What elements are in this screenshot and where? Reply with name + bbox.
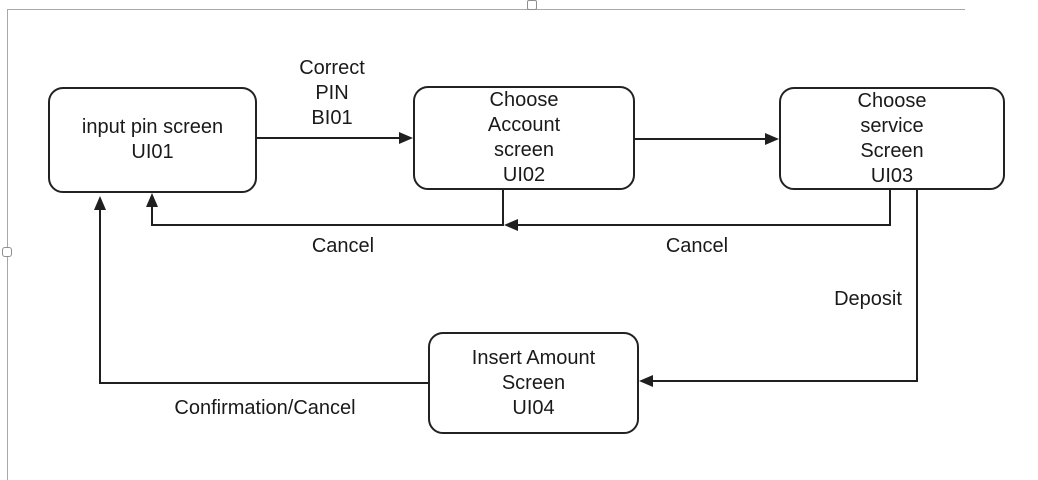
edge-line[interactable] xyxy=(152,224,504,226)
node-input-pin-screen-ui01[interactable]: input pin screen UI01 xyxy=(48,87,257,193)
node-label: Screen xyxy=(860,139,924,162)
node-label: input pin screen xyxy=(81,116,224,138)
node-label: Insert Amount xyxy=(471,346,596,369)
edge-label-cancel-right[interactable]: Cancel xyxy=(665,235,729,257)
edge-label-line: PIN xyxy=(315,82,349,104)
edge-label-confirmation-cancel[interactable]: Confirmation/Cancel xyxy=(174,397,356,419)
node-label: service xyxy=(860,114,924,137)
edge-line[interactable] xyxy=(889,190,891,226)
arrowhead-right-icon xyxy=(399,132,413,144)
edge-line[interactable] xyxy=(916,190,918,382)
node-insert-amount-screen-ui04[interactable]: Insert Amount Screen UI04 xyxy=(428,332,639,434)
edge-line[interactable] xyxy=(650,380,918,382)
canvas-resize-handle-left[interactable] xyxy=(2,247,12,257)
edge-line[interactable] xyxy=(502,190,504,226)
canvas-border-left xyxy=(7,9,8,480)
edge-line[interactable] xyxy=(100,382,428,384)
node-choose-account-screen-ui02[interactable]: Choose Account screen UI02 xyxy=(413,86,635,190)
node-id: UI02 xyxy=(502,164,546,186)
edge-label-line: Correct xyxy=(299,57,365,79)
canvas-resize-handle-top[interactable] xyxy=(527,0,537,10)
arrowhead-left-icon xyxy=(504,219,518,231)
node-id: UI01 xyxy=(131,141,174,163)
node-id: UI03 xyxy=(870,164,914,187)
edge-line[interactable] xyxy=(151,207,153,226)
arrowhead-left-icon xyxy=(639,375,653,387)
arrowhead-right-icon xyxy=(765,133,779,145)
node-choose-service-screen-ui03[interactable]: Choose service Screen UI03 xyxy=(779,87,1005,190)
edge-line[interactable] xyxy=(516,224,891,226)
edge-label-correct-pin[interactable]: Correct PIN BI01 xyxy=(282,56,382,131)
node-label: screen xyxy=(493,139,555,161)
edge-line[interactable] xyxy=(99,210,101,384)
node-label: Screen xyxy=(501,371,566,394)
canvas-border-top xyxy=(7,9,965,10)
edge-label-cancel-left[interactable]: Cancel xyxy=(311,235,375,257)
edge-line[interactable] xyxy=(635,138,767,140)
arrowhead-up-icon xyxy=(94,196,106,210)
edge-label-deposit[interactable]: Deposit xyxy=(834,288,902,310)
node-label: Choose xyxy=(857,89,927,112)
node-id: UI04 xyxy=(512,396,555,419)
edge-label-line: BI01 xyxy=(311,107,353,129)
node-label: Choose xyxy=(489,89,559,111)
arrowhead-up-icon xyxy=(146,193,158,207)
edge-line[interactable] xyxy=(257,137,401,139)
node-label: Account xyxy=(487,114,561,136)
